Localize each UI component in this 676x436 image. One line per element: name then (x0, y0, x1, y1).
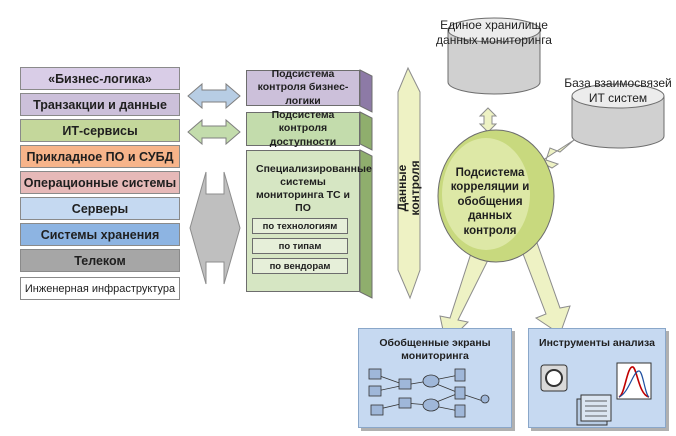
relations-db-label: База взаимосвязей ИТ систем (564, 76, 672, 105)
data-control-label: Данные контроля (395, 160, 423, 216)
storage-link-arrow (478, 107, 498, 133)
layer-storage-systems: Системы хранения (20, 223, 180, 246)
panel-monitoring-screens-title: Обобщенные экраны мониторинга (379, 337, 491, 363)
correlation-label: Подсистема корреляции и обобщения данных… (450, 167, 530, 237)
output-arrow-tools (519, 239, 571, 335)
subsystem-availability: Подсистема контроля доступности (246, 109, 360, 148)
subsystem-specialized-title: Специализированные системы мониторинга Т… (256, 163, 372, 215)
subsystem-business: Подсистема контроля бизнес-логики (246, 68, 360, 107)
data-control-arrow (397, 66, 421, 300)
network-topology-icon (368, 368, 490, 418)
unified-storage-cylinder (447, 17, 541, 95)
sub-by-type: по типам (252, 238, 348, 254)
layer-applications: Прикладное ПО и СУБД (20, 145, 180, 168)
double-arrow-business (187, 82, 241, 110)
panel-analysis-tools: Инструменты анализа (528, 328, 666, 428)
double-arrow-specialized (189, 171, 241, 285)
unified-storage-label: Единое хранилище данных мониторинга (436, 18, 552, 47)
panel-analysis-tools-title: Инструменты анализа (539, 337, 655, 349)
layer-engineering: Инженерная инфраструктура (20, 277, 180, 300)
layer-telecom: Телеком (20, 249, 180, 272)
panel-monitoring-screens: Обобщенные экраны мониторинга (358, 328, 512, 428)
layer-transactions: Транзакции и данные (20, 93, 180, 116)
analysis-icons (540, 362, 652, 426)
relations-db-cylinder (571, 83, 665, 149)
layer-servers: Серверы (20, 197, 180, 220)
double-arrow-availability (187, 118, 241, 146)
layer-operating-systems: Операционные системы (20, 171, 180, 194)
sub-by-technology: по технологиям (252, 218, 348, 234)
sub-by-vendor: по вендорам (252, 258, 348, 274)
correlation-sphere (437, 129, 555, 263)
layer-it-services: ИТ-сервисы (20, 119, 180, 142)
layer-business-logic: «Бизнес-логика» (20, 67, 180, 90)
